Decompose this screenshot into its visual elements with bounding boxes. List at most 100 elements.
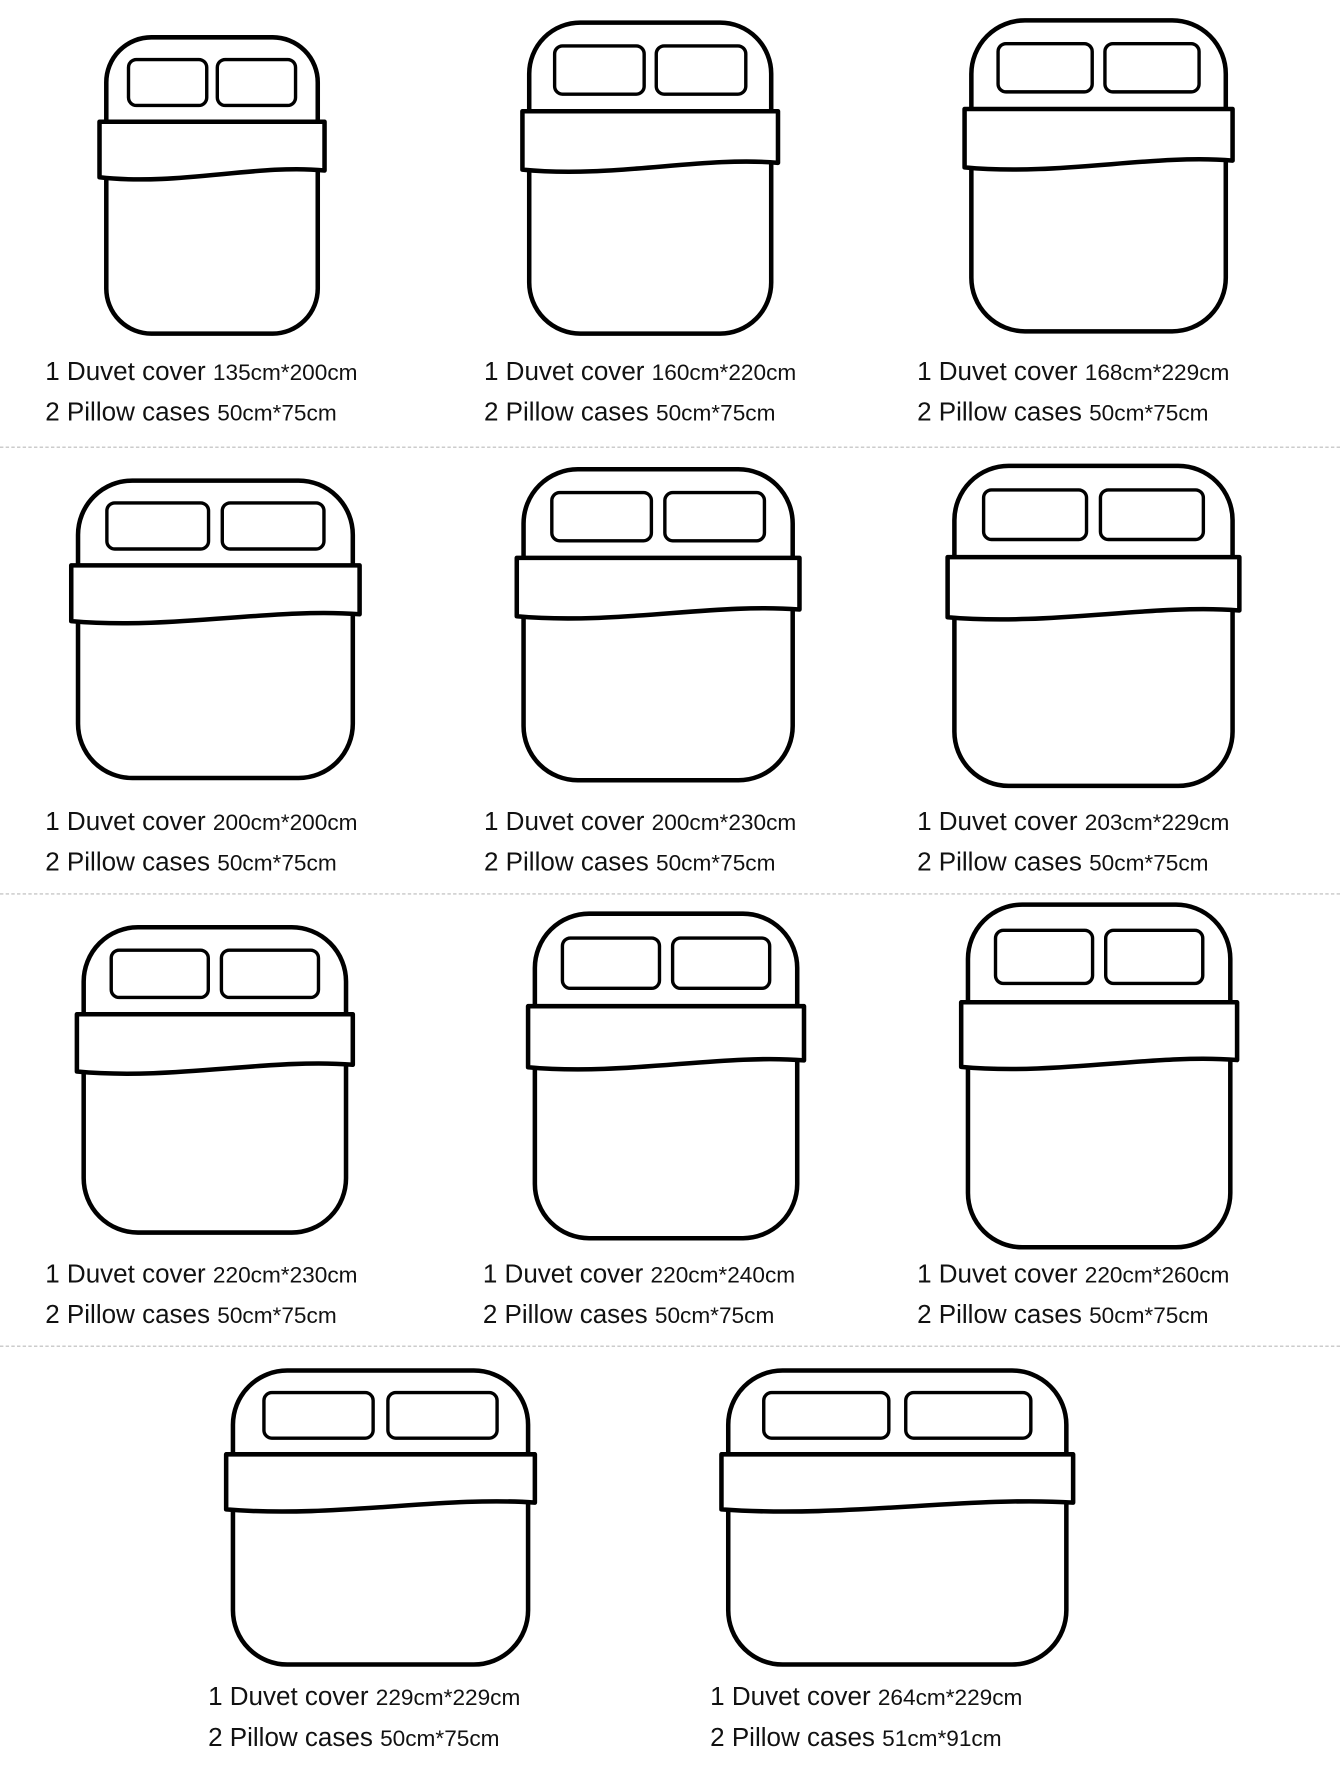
duvet-line: 1 Duvet cover 135cm*200cm (45, 351, 357, 392)
pillow-label: 2 Pillow cases (917, 1299, 1082, 1329)
pillow-left (109, 948, 210, 1000)
duvet-size: 135cm*200cm (212, 360, 358, 386)
bed-frame (526, 20, 774, 336)
duvet-fold (525, 1003, 807, 1072)
pillow-left (993, 928, 1095, 986)
bed-illustration (97, 35, 327, 336)
pillow-left (105, 501, 211, 551)
pillow-left (262, 1390, 375, 1440)
pillow-label: 2 Pillow cases (710, 1722, 875, 1752)
pillow-size: 50cm*75cm (217, 401, 337, 427)
pillow-right (220, 501, 326, 551)
pillow-label: 2 Pillow cases (917, 846, 1082, 877)
duvet-label: 1 Duvet cover (917, 1258, 1078, 1288)
duvet-label: 1 Duvet cover (917, 806, 1078, 836)
pillow-size: 50cm*75cm (1089, 851, 1209, 877)
bed-frame (965, 902, 1233, 1250)
duvet-line: 1 Duvet cover 220cm*260cm (917, 1253, 1229, 1294)
bed-frame (81, 924, 349, 1235)
duvet-size: 220cm*230cm (212, 1263, 358, 1288)
duvet-size: 229cm*229cm (375, 1686, 521, 1711)
duvet-line: 1 Duvet cover 200cm*200cm (45, 801, 357, 842)
pillow-left (981, 488, 1089, 542)
pillow-line: 2 Pillow cases 50cm*75cm (484, 391, 796, 432)
bed-illustration (520, 20, 781, 336)
bed-illustration (223, 1368, 538, 1667)
size-label: 1 Duvet cover 160cm*220cm 2 Pillow cases… (484, 351, 796, 432)
duvet-fold (719, 1452, 1076, 1514)
duvet-label: 1 Duvet cover (45, 806, 206, 836)
bed-frame (230, 1368, 531, 1667)
bed-frame (104, 35, 321, 336)
duvet-label: 1 Duvet cover (483, 356, 645, 386)
row-divider (0, 893, 1340, 895)
duvet-fold (958, 1000, 1240, 1072)
duvet-size: 220cm*240cm (650, 1263, 796, 1288)
pillow-line: 2 Pillow cases 50cm*75cm (483, 1294, 795, 1335)
pillow-size: 50cm*75cm (656, 851, 776, 877)
bed-frame (952, 463, 1235, 789)
duvet-fold (945, 554, 1242, 622)
bed-illustration (525, 911, 807, 1241)
duvet-fold (962, 106, 1235, 172)
duvet-label: 1 Duvet cover (45, 356, 206, 386)
pillow-label: 2 Pillow cases (483, 846, 649, 877)
bed-illustration (945, 463, 1242, 789)
pillow-line: 2 Pillow cases 50cm*75cm (45, 391, 357, 432)
duvet-label: 1 Duvet cover (483, 806, 645, 836)
pillow-right (219, 948, 321, 1000)
size-label: 1 Duvet cover 200cm*230cm 2 Pillow cases… (484, 801, 796, 882)
bed-illustration (719, 1368, 1076, 1667)
pillow-size: 50cm*75cm (654, 1303, 775, 1329)
pillow-left (550, 490, 654, 543)
bed-illustration (74, 924, 356, 1235)
pillow-label: 2 Pillow cases (45, 846, 211, 877)
bed-illustration (962, 18, 1235, 334)
duvet-line: 1 Duvet cover 168cm*229cm (917, 351, 1229, 392)
duvet-fold (68, 563, 362, 626)
duvet-size: 160cm*220cm (651, 360, 797, 386)
size-label: 1 Duvet cover 229cm*229cm 2 Pillow cases… (208, 1676, 520, 1757)
duvet-line: 1 Duvet cover 220cm*230cm (45, 1253, 357, 1294)
duvet-label: 1 Duvet cover (208, 1681, 369, 1711)
size-label: 1 Duvet cover 203cm*229cm 2 Pillow cases… (917, 801, 1229, 882)
pillow-label: 2 Pillow cases (45, 396, 211, 427)
pillow-left (552, 44, 646, 96)
size-label: 1 Duvet cover 168cm*229cm 2 Pillow cases… (917, 351, 1229, 432)
pillow-line: 2 Pillow cases 51cm*91cm (710, 1717, 1022, 1758)
duvet-size: 200cm*230cm (651, 810, 797, 836)
duvet-line: 1 Duvet cover 200cm*230cm (484, 801, 796, 842)
duvet-size: 220cm*260cm (1084, 1263, 1230, 1288)
pillow-right (1104, 928, 1205, 986)
row-divider (0, 446, 1340, 448)
duvet-size: 264cm*229cm (877, 1686, 1023, 1711)
size-label: 1 Duvet cover 135cm*200cm 2 Pillow cases… (45, 351, 357, 432)
pillow-line: 2 Pillow cases 50cm*75cm (917, 391, 1229, 432)
duvet-line: 1 Duvet cover 264cm*229cm (710, 1676, 1022, 1717)
pillow-left (996, 41, 1094, 94)
bed-frame (725, 1368, 1069, 1667)
duvet-line: 1 Duvet cover 229cm*229cm (208, 1676, 520, 1717)
pillow-size: 50cm*75cm (1089, 1303, 1209, 1329)
duvet-size: 200cm*200cm (212, 810, 358, 836)
pillow-label: 2 Pillow cases (482, 1299, 648, 1329)
duvet-size: 168cm*229cm (1084, 360, 1230, 386)
size-label: 1 Duvet cover 200cm*200cm 2 Pillow cases… (45, 801, 357, 882)
pillow-right (670, 936, 772, 991)
pillow-label: 2 Pillow cases (208, 1722, 373, 1752)
size-label: 1 Duvet cover 264cm*229cm 2 Pillow cases… (710, 1676, 1022, 1757)
duvet-size: 203cm*229cm (1084, 810, 1230, 836)
bed-illustration (68, 478, 362, 781)
row-divider (0, 1345, 1340, 1347)
pillow-right (1103, 41, 1201, 94)
pillow-size: 50cm*75cm (217, 1303, 337, 1329)
pillow-left (560, 936, 662, 991)
pillow-label: 2 Pillow cases (45, 1299, 211, 1329)
pillow-right (663, 490, 767, 543)
pillow-right (904, 1390, 1033, 1440)
pillow-right (654, 44, 748, 96)
pillow-left (126, 57, 209, 108)
duvet-fold (74, 1012, 356, 1076)
bed-illustration (958, 902, 1240, 1250)
